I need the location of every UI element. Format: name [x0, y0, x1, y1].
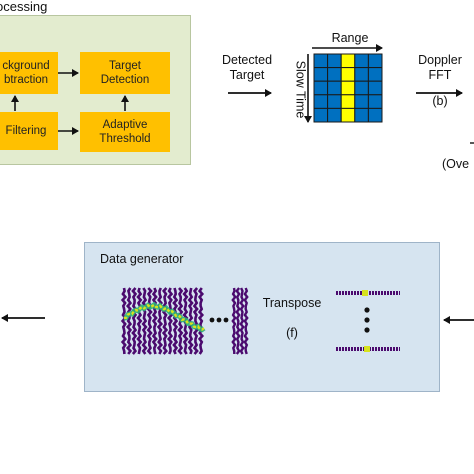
- target-detection-box: Target Detection: [80, 52, 170, 94]
- vertical-ellipsis-dot: [364, 327, 370, 333]
- waterfall-stripe: [166, 287, 174, 355]
- grid-cell: [367, 67, 383, 82]
- waterfall-stripe: [151, 287, 158, 355]
- grid-cell: [367, 53, 383, 69]
- detected-target-line2: Target: [229, 68, 265, 82]
- transposed-stripe: [243, 287, 249, 355]
- doppler-step-label: (b): [432, 94, 448, 108]
- filtering-box: Filtering: [0, 112, 58, 150]
- grid-cell: [313, 80, 329, 96]
- adaptive-threshold-line2: Threshold: [99, 133, 151, 145]
- target-detection-line1: Target: [109, 60, 141, 72]
- grid-cell: [313, 94, 329, 109]
- target-detection-line2: Detection: [100, 74, 150, 86]
- range-label: Range: [331, 31, 369, 45]
- grid-cell: [327, 53, 342, 69]
- doppler-fft-label: Doppler FFT: [408, 53, 472, 83]
- grid-cell: [313, 53, 329, 69]
- data-generator-graphics: [120, 287, 400, 355]
- waterfall-stripe: [172, 287, 179, 355]
- vertical-ellipsis-dot: [364, 307, 370, 313]
- ellipsis-dot: [209, 317, 215, 323]
- grid-cell: [340, 53, 356, 69]
- transpose-step-label: (f): [286, 326, 298, 340]
- ellipsis-dot: [216, 317, 222, 323]
- processing-panel-title: ocessing: [0, 0, 48, 14]
- grid-cell: [354, 80, 369, 96]
- transpose-label: Transpose: [262, 296, 322, 310]
- background-subtraction-line1: ckground: [2, 60, 50, 72]
- grid-cell: [327, 67, 342, 82]
- transposed-stripe: [235, 287, 241, 355]
- waterfall-ridge: [123, 303, 205, 331]
- doppler-line2: FFT: [428, 68, 452, 82]
- slow-time-label: Slow Time: [293, 60, 308, 119]
- transposed-stripe: [231, 287, 237, 355]
- transposed-stripe: [239, 287, 245, 355]
- grid-cell: [313, 67, 329, 82]
- grid-cell: [340, 80, 356, 96]
- grid-cell: [354, 53, 369, 69]
- adaptive-threshold-line1: Adaptive: [102, 119, 148, 131]
- adaptive-threshold-box: Adaptive Threshold: [80, 112, 170, 152]
- grid-cell: [327, 94, 342, 109]
- waterfall-stripe: [156, 287, 164, 355]
- filtering-label: Filtering: [5, 125, 47, 137]
- background-subtraction-box: ckground btraction: [0, 52, 58, 94]
- waterfall-stripe: [187, 287, 194, 355]
- range-profile-target: [364, 346, 370, 352]
- waterfall-stripe: [136, 287, 143, 355]
- grid-cell: [327, 80, 342, 96]
- grid-cell: [367, 80, 383, 96]
- range-slow-time-grid: [313, 53, 383, 123]
- data-generator-panel: [84, 242, 440, 392]
- waterfall-stripe: [197, 287, 205, 355]
- background-subtraction-line2: btraction: [3, 74, 49, 86]
- detected-target-line1: Detected: [221, 53, 273, 67]
- grid-cell: [327, 107, 342, 123]
- grid-cell: [354, 107, 369, 123]
- range-profile-target: [362, 290, 368, 296]
- grid-cell: [354, 94, 369, 109]
- grid-cell: [340, 107, 356, 123]
- detected-target-label: Detected Target: [214, 53, 280, 83]
- vertical-ellipsis-dot: [364, 317, 370, 323]
- grid-cell: [367, 107, 383, 123]
- waterfall-stripe: [192, 287, 199, 355]
- waterfall-stripe: [141, 287, 148, 355]
- waterfall-stripe: [125, 287, 133, 355]
- waterfall-stripe: [131, 287, 138, 355]
- grid-cell: [367, 94, 383, 109]
- grid-cell: [313, 107, 329, 123]
- waterfall-stripe: [146, 287, 153, 355]
- grid-cell: [340, 67, 356, 82]
- data-generator-title: Data generator: [100, 252, 184, 266]
- overflow-fragment-label: (Ove: [442, 157, 470, 171]
- grid-cell: [354, 67, 369, 82]
- waterfall-stripe: [161, 287, 169, 355]
- waterfall-stripe: [120, 287, 128, 355]
- grid-cell: [340, 94, 356, 109]
- ellipsis-dot: [223, 317, 229, 323]
- doppler-line1: Doppler: [418, 53, 462, 67]
